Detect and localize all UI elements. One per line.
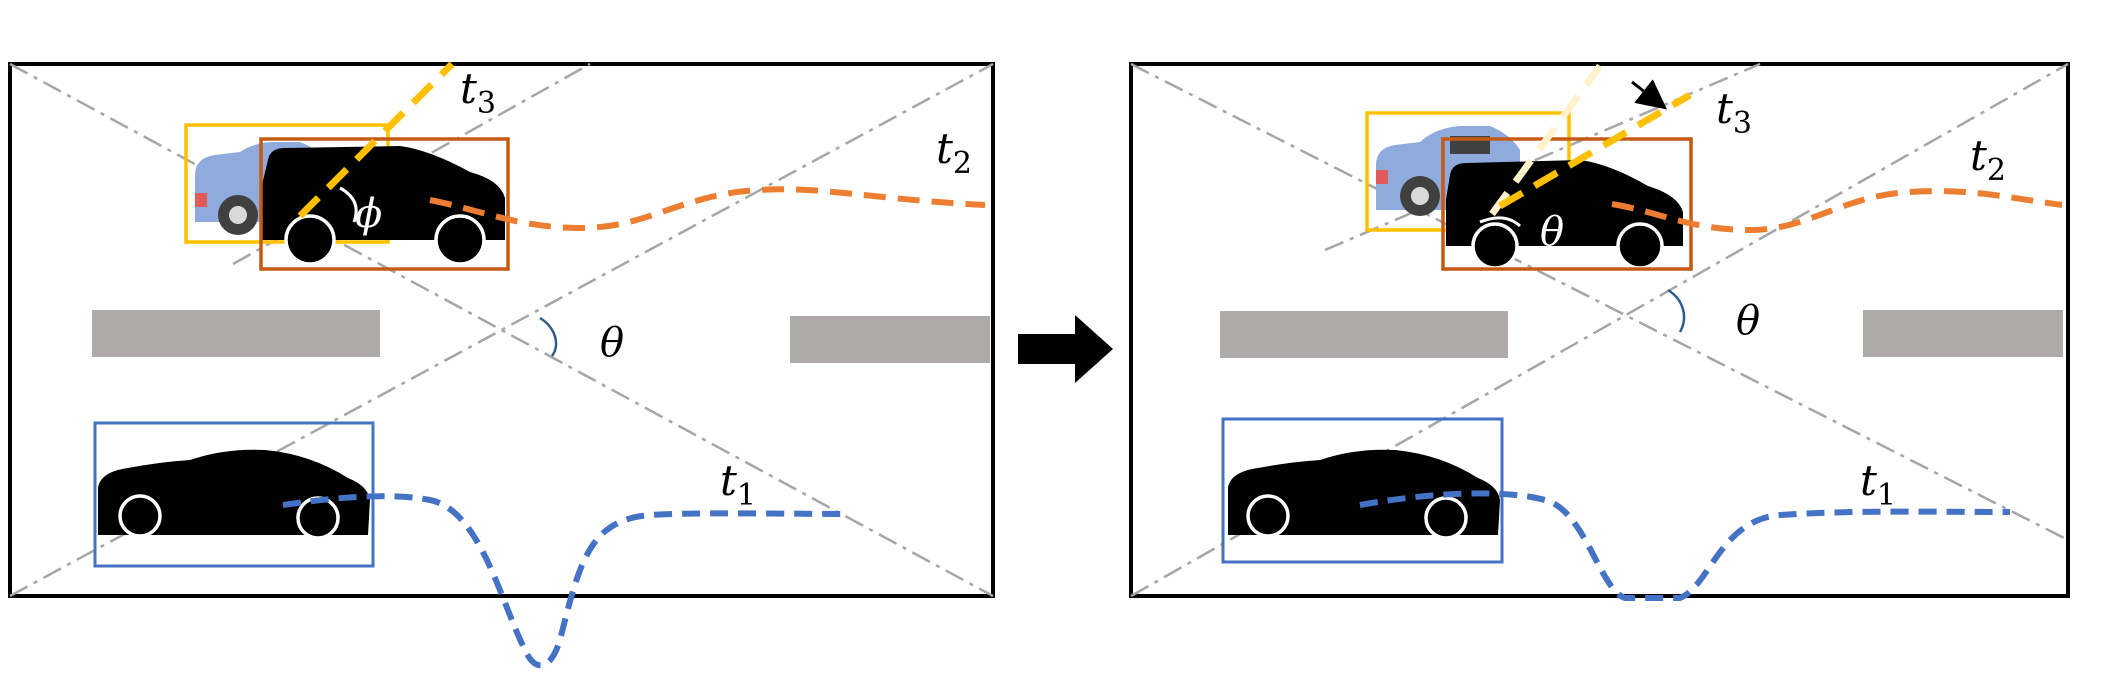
- right-rotation-arrow: [1631, 79, 1668, 110]
- right-trajectory-t2: [1611, 188, 2063, 234]
- right-label-t2: t2: [1970, 131, 2006, 188]
- right-diagonal-1: [1130, 62, 2069, 542]
- right-label-theta: θ: [1736, 298, 1760, 344]
- left-label-t2: t2: [936, 124, 972, 181]
- black-van-icon: [262, 146, 505, 266]
- black-sports-car-icon: [1228, 449, 1500, 540]
- left-label-t1: t1: [720, 456, 756, 513]
- arrow-right-icon: [1018, 315, 1113, 383]
- right-lane-marking-2: [1863, 310, 2063, 357]
- right-trajectory-t3: [1498, 91, 1692, 210]
- left-phi-arc: [339, 186, 358, 223]
- right-frame: [1129, 62, 2070, 598]
- left-panel: t3 t2 t1 ϕ θ: [8, 61, 995, 669]
- right-lane-marking-1: [1220, 311, 1508, 358]
- right-theta-car-arc: [1479, 216, 1522, 228]
- left-label-t3: t3: [460, 64, 496, 121]
- left-diagonal-2: [9, 62, 994, 598]
- right-label-theta-car: θ: [1540, 209, 1564, 255]
- right-label-t1: t1: [1860, 456, 1896, 513]
- right-panel: t3 t2 t1 θ θ: [1129, 62, 2070, 601]
- left-lane-marking-1: [92, 310, 380, 357]
- right-theta-arc: [1667, 288, 1686, 333]
- left-trajectory-t2: [429, 186, 986, 232]
- black-sports-car-icon: [98, 449, 370, 540]
- right-trajectory-t3-faded: [1489, 63, 1603, 217]
- left-box-black-van: [259, 137, 510, 271]
- left-trajectory-t3: [297, 61, 455, 219]
- left-label-phi: ϕ: [355, 191, 382, 237]
- left-frame: [8, 62, 995, 598]
- left-diagonal-1: [9, 62, 994, 598]
- left-lane-marking-2: [790, 316, 990, 363]
- left-trajectory-t1: [282, 493, 851, 669]
- left-label-theta: θ: [600, 320, 624, 366]
- right-box-black-van: [1441, 137, 1693, 271]
- left-theta-arc: [539, 316, 558, 357]
- right-label-t3: t3: [1716, 84, 1752, 141]
- right-box-sports-car: [1221, 417, 1504, 564]
- right-trajectory-t1: [1359, 490, 2011, 601]
